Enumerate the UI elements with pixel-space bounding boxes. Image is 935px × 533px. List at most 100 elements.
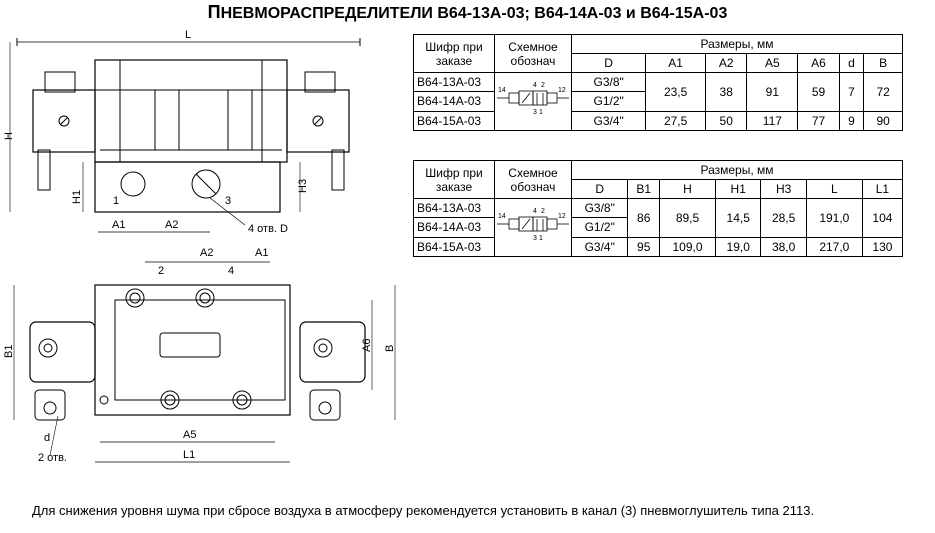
scheme-port-2: 2 <box>541 82 545 89</box>
table1-col: A1 <box>645 53 706 73</box>
title-first-letter: П <box>207 2 221 22</box>
table1-col: A5 <box>746 53 799 73</box>
table1-merged-cell: 38 <box>704 72 748 112</box>
scheme-port-3: 3 <box>533 235 537 242</box>
table2-col: L1 <box>861 179 904 199</box>
title-models: В64-13А-03; В64-14А-03 и В64-15А-03 <box>437 5 728 22</box>
table1-header-dims: Размеры, мм <box>571 34 903 54</box>
valve-symbol-icon: 14 12 4 2 3 1 <box>497 208 569 242</box>
table2-row-code: В64-15А-03 <box>413 236 495 258</box>
table2-header-code: Шифр при заказе <box>413 160 495 199</box>
dimensions-table-2: Шифр при заказе Схемное обознач Размеры,… <box>413 160 904 258</box>
table1-cell: 77 <box>797 110 840 132</box>
table1-row-code: В64-13А-03 <box>413 71 495 93</box>
dim-A1-top: A1 <box>255 247 268 259</box>
table2-valve-scheme: 14 12 4 2 3 1 <box>494 198 572 257</box>
port-1-label: 1 <box>113 195 119 207</box>
port-2-label: 2 <box>158 265 164 277</box>
table1-col: B <box>863 53 903 73</box>
dim-A6-label: A6 <box>361 339 373 352</box>
dim-B-label: B <box>384 345 396 352</box>
dim-A2-front: A2 <box>165 219 178 231</box>
port-3-label: 3 <box>225 195 231 207</box>
scheme-port-14: 14 <box>498 213 506 220</box>
table2-header-dims: Размеры, мм <box>571 160 903 180</box>
footer-note: Для снижения уровня шума при сбросе возд… <box>32 503 815 518</box>
dim-d-label: d <box>44 432 50 444</box>
dim-H3-label: H3 <box>297 179 309 193</box>
table2-cell: 109,0 <box>658 236 717 258</box>
dim-L1-label: L1 <box>183 449 195 461</box>
scheme-port-1: 1 <box>539 109 543 116</box>
title-rest: НЕВМОРАСПРЕДЕЛИТЕЛИ <box>220 5 433 22</box>
dim-A2-top: A2 <box>200 247 213 259</box>
table2-merged-cell: 104 <box>861 198 904 238</box>
table1-row-D: G1/2" <box>570 91 647 112</box>
table2-col: L <box>805 179 863 199</box>
table1-merged-cell: 23,5 <box>645 72 706 112</box>
table1-cell: 90 <box>863 110 903 132</box>
dim-H-label: H <box>3 132 15 140</box>
table1-col: d <box>838 53 865 73</box>
table1-merged-cell: 91 <box>746 72 799 112</box>
scheme-port-4: 4 <box>533 82 537 89</box>
table1-col: A6 <box>797 53 840 73</box>
table1-row-code: В64-15А-03 <box>413 110 495 132</box>
scheme-port-12: 12 <box>558 213 566 220</box>
table1-cell: 9 <box>838 110 865 132</box>
dim-A5-label: A5 <box>183 429 196 441</box>
table1-col: D <box>570 53 647 73</box>
table1-col: A2 <box>704 53 748 73</box>
table1-cell: 117 <box>746 110 799 132</box>
page-title: ПНЕВМОРАСПРЕДЕЛИТЕЛИ В64-13А-03; В64-14А… <box>0 2 935 23</box>
scheme-port-14: 14 <box>498 87 506 94</box>
table1-merged-cell: 7 <box>838 72 865 112</box>
dim-B1-label: B1 <box>3 345 15 358</box>
table2-col: H3 <box>760 179 807 199</box>
holes-D-label: 4 отв. D <box>248 223 288 235</box>
table2-col: H <box>658 179 717 199</box>
table1-valve-scheme: 14 12 4 2 3 1 <box>494 72 572 131</box>
table2-cell: 38,0 <box>760 236 807 258</box>
table2-cell: 217,0 <box>805 236 863 258</box>
dim-L-label: L <box>185 29 191 41</box>
table2-row-D: G1/2" <box>570 217 629 238</box>
dimensions-table-1: Шифр при заказе Схемное обознач Размеры,… <box>413 34 903 132</box>
scheme-port-3: 3 <box>533 109 537 116</box>
table2-merged-cell: 86 <box>627 198 660 238</box>
table2-cell: 130 <box>861 236 904 258</box>
table2-col: B1 <box>627 179 660 199</box>
table1-row-D: G3/4" <box>570 110 647 132</box>
dim-H1-label: H1 <box>71 190 83 204</box>
table2-cell: 19,0 <box>715 236 762 258</box>
table1-cell: 50 <box>704 110 748 132</box>
table1-row-D: G3/8" <box>570 71 647 93</box>
table2-merged-cell: 28,5 <box>760 198 807 238</box>
table1-merged-cell: 59 <box>797 72 840 112</box>
valve-symbol-icon: 14 12 4 2 3 1 <box>497 82 569 116</box>
table2-col: H1 <box>715 179 762 199</box>
dim-A1-front: A1 <box>112 219 125 231</box>
table2-header-scheme: Схемное обознач <box>494 160 572 199</box>
port-4-label: 4 <box>228 265 234 277</box>
scheme-port-12: 12 <box>558 87 566 94</box>
table2-row-code: В64-13А-03 <box>413 197 495 219</box>
table2-col: D <box>570 179 629 199</box>
table2-row-D: G3/4" <box>570 236 629 258</box>
table2-merged-cell: 191,0 <box>805 198 863 238</box>
technical-drawing: L H H1 H3 A1 A2 1 3 4 отв. D A2 A1 2 4 B… <box>3 29 396 464</box>
table1-header-code: Шифр при заказе <box>413 34 495 73</box>
table1-cell: 27,5 <box>645 110 706 132</box>
table1-row-code: В64-14А-03 <box>413 91 495 112</box>
table1-merged-cell: 72 <box>863 72 903 112</box>
scheme-port-1: 1 <box>539 235 543 242</box>
table2-merged-cell: 89,5 <box>658 198 717 238</box>
table2-merged-cell: 14,5 <box>715 198 762 238</box>
scheme-port-4: 4 <box>533 208 537 215</box>
table2-cell: 95 <box>627 236 660 258</box>
table1-header-scheme: Схемное обознач <box>494 34 572 73</box>
scheme-port-2: 2 <box>541 208 545 215</box>
holes-2-label: 2 отв. <box>38 452 67 464</box>
table2-row-code: В64-14А-03 <box>413 217 495 238</box>
table2-row-D: G3/8" <box>570 197 629 219</box>
